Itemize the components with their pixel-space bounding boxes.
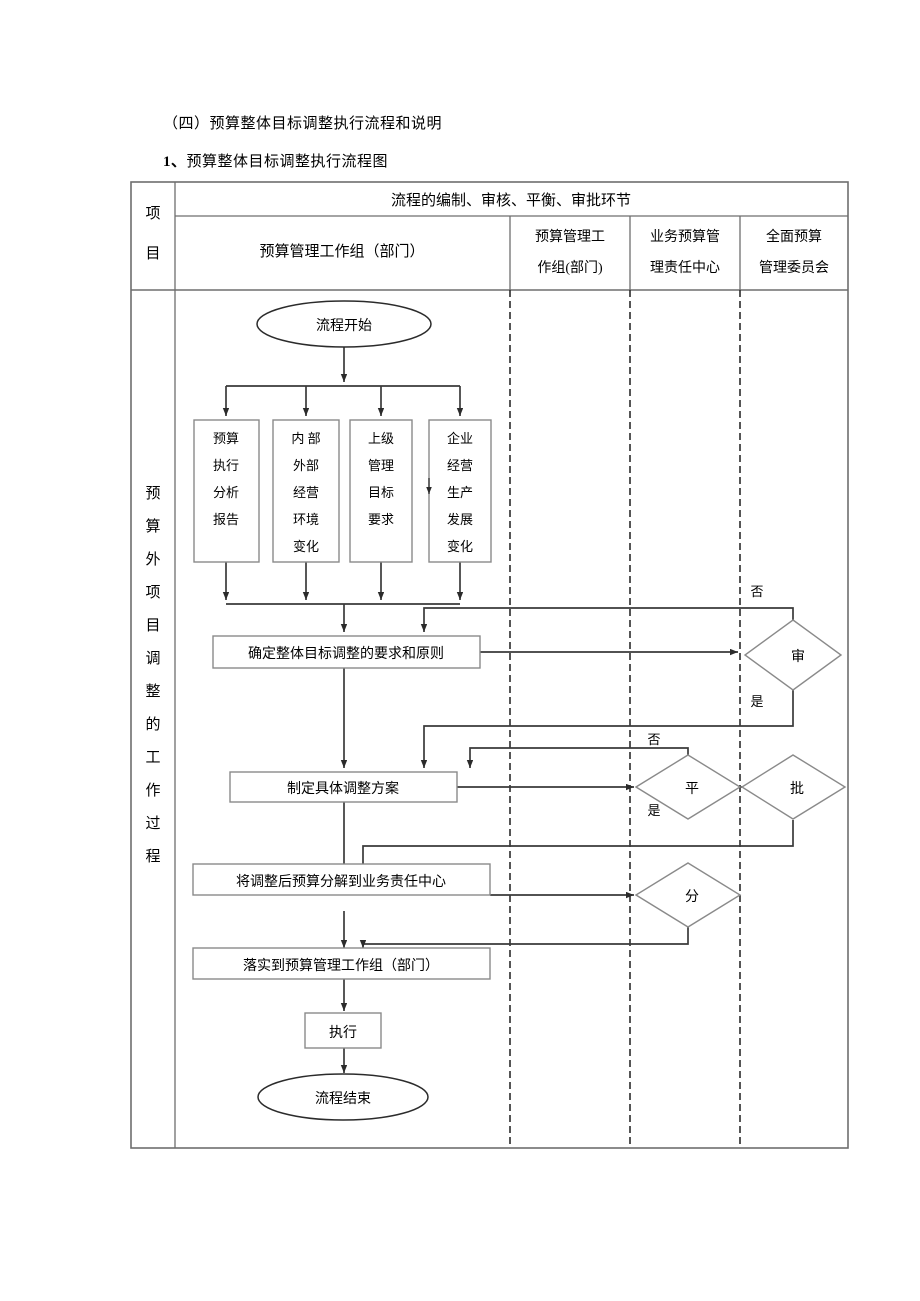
node-step-plan-label: 制定具体调整方案 [287,780,399,797]
node-input-3: 上级 管理 目标 要求 [349,419,413,563]
svg-text:企业: 企业 [447,431,473,446]
node-decision-review: 审 [743,619,843,691]
svg-text:作: 作 [145,782,160,799]
svg-text:整: 整 [145,683,160,700]
node-step-execute-label: 执行 [329,1025,357,1041]
svg-text:变化: 变化 [447,539,473,554]
svg-text:的: 的 [145,716,160,733]
node-end: 流程结束 [257,1073,429,1121]
col-4-label-line2: 管理委员会 [759,260,829,276]
row-label-vertical: 预 算 外 项 目 调 整 的 工 作 过 程 [145,485,160,865]
col-2-label-line2: 作组(部门) [537,260,603,276]
svg-text:变化: 变化 [293,539,319,554]
row-label-header-char-2: 目 [145,246,160,262]
svg-text:过: 过 [145,815,160,832]
node-decision-approve-label: 批 [790,781,804,797]
svg-text:目标: 目标 [368,485,394,500]
node-input-4: 企业 经营 生产 发展 变化 [428,419,492,563]
svg-text:报告: 报告 [213,512,239,527]
row-label-header-char-1: 项 [145,205,160,222]
decision-balance-yes-label: 是 [647,803,660,818]
node-step-implement-label: 落实到预算管理工作组（部门） [243,958,439,974]
svg-text:算: 算 [145,517,160,535]
page-title: （四）预算整体目标调整执行流程和说明 [163,116,443,132]
svg-text:工: 工 [145,750,160,766]
svg-text:环境: 环境 [293,512,319,527]
decision-review-yes-label: 是 [750,694,763,709]
table-frame [130,181,849,1149]
svg-text:预: 预 [145,485,160,502]
svg-text:项: 项 [145,584,160,601]
col-3-label-line1: 业务预算管 [650,229,720,245]
col-2-label-line1: 预算管理工 [535,229,605,245]
svg-text:管理: 管理 [368,458,394,473]
node-input-1: 预算 执行 分析 报告 [193,419,260,563]
node-step-execute: 执行 [304,1012,382,1049]
node-step-principles: 确定整体目标调整的要求和原则 [212,635,481,669]
col-4-label-line1: 全面预算 [766,228,822,245]
svg-text:目: 目 [145,618,160,634]
section-number: 1、 [163,154,187,170]
svg-text:分析: 分析 [213,485,239,500]
svg-text:生产: 生产 [447,485,473,500]
node-step-decompose: 将调整后预算分解到业务责任中心 [192,863,491,896]
decision-review-no-label: 否 [750,584,763,599]
node-decision-balance-label: 平 [685,782,699,797]
col-3-label-line2: 理责任中心 [650,260,720,276]
node-decision-allocate-label: 分 [685,889,699,905]
decision-balance-no-label: 否 [647,732,660,747]
svg-text:经营: 经营 [447,458,473,473]
node-step-decompose-label: 将调整后预算分解到业务责任中心 [236,874,446,890]
svg-text:程: 程 [145,848,160,865]
node-step-principles-label: 确定整体目标调整的要求和原则 [248,646,444,662]
svg-text:执行: 执行 [213,458,239,473]
node-step-implement: 落实到预算管理工作组（部门） [192,947,491,980]
svg-text:内 部: 内 部 [291,431,320,446]
node-step-plan: 制定具体调整方案 [229,771,458,803]
svg-text:调: 调 [145,650,160,667]
node-decision-balance: 平 [634,754,742,820]
svg-text:经营: 经营 [293,485,319,500]
node-decision-allocate: 分 [634,862,742,928]
node-decision-approve: 批 [740,754,847,820]
section-label: 预算整体目标调整执行流程图 [186,154,389,170]
table-banner: 流程的编制、审核、平衡、审批环节 [391,192,631,209]
svg-text:预算: 预算 [213,431,239,446]
svg-text:上级: 上级 [368,431,394,446]
svg-text:发展: 发展 [447,512,473,527]
col-main-label: 预算管理工作组（部门） [259,242,424,260]
node-end-label: 流程结束 [315,1091,371,1107]
node-input-2: 内 部 外部 经营 环境 变化 [272,419,340,563]
node-start: 流程开始 [256,300,432,348]
section-subtitle: 1、预算整体目标调整执行流程图 [163,150,388,171]
svg-text:外: 外 [145,551,160,568]
node-start-label: 流程开始 [316,318,372,334]
flow-connectors [222,347,794,1073]
node-decision-review-label: 审 [791,649,805,665]
svg-text:外部: 外部 [293,458,319,473]
svg-text:要求: 要求 [368,512,394,527]
